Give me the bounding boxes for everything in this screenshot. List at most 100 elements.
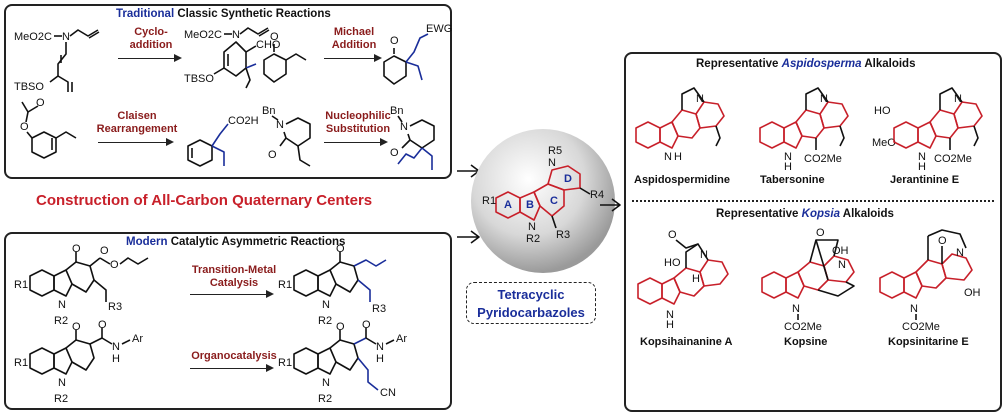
kopsinitarine-o-label: O bbox=[938, 235, 947, 247]
kopsine-n-label: N bbox=[838, 259, 846, 271]
aspidospermidine-h-label: H bbox=[674, 151, 682, 163]
kopsihainanine-nh-h-label: H bbox=[666, 319, 674, 331]
arrow-transition-metal bbox=[190, 290, 274, 298]
core-n-top-label: N bbox=[548, 157, 556, 169]
tabersonine-co2me-label: CO2Me bbox=[804, 153, 842, 165]
aspidospermidine-structure: N N H bbox=[635, 87, 725, 163]
core-r4-label: R4 bbox=[590, 189, 604, 201]
piperidinone-structure: Bn N O bbox=[262, 105, 311, 167]
n-label-a: N bbox=[58, 299, 66, 311]
kopsihainanine-a-structure: O HO N H N H bbox=[637, 229, 729, 331]
cyclohexanone-structure: O bbox=[263, 31, 307, 83]
traditional-header: Traditional Classic Synthetic Reactions bbox=[116, 8, 331, 20]
diverging-arrow bbox=[600, 198, 621, 212]
jerantinine-n-label: N bbox=[954, 93, 962, 105]
arrow-nucleophilic bbox=[324, 138, 388, 146]
tabersonine-h-label: H bbox=[784, 161, 792, 173]
core-r5-label: R5 bbox=[548, 145, 562, 157]
n-label-c: N bbox=[58, 377, 66, 389]
kopsinitarine-co2me-label: CO2Me bbox=[902, 321, 940, 333]
kopsia-prefix: Representative bbox=[716, 208, 799, 220]
n-label-2: N bbox=[232, 29, 240, 41]
core-r2-label: R2 bbox=[526, 233, 540, 245]
jerantinine-ho-label: HO bbox=[874, 105, 891, 117]
core-r1-label: R1 bbox=[482, 195, 496, 207]
h-label-c: H bbox=[112, 353, 120, 365]
kopsine-nh-label: N bbox=[792, 303, 800, 315]
core-title-line1: Tetracyclic bbox=[497, 287, 565, 302]
ewg-label: EWG bbox=[426, 23, 452, 35]
core-sphere: A B C D R1 N R2 R3 R4 N R5 bbox=[471, 129, 615, 273]
kopsine-name: Kopsine bbox=[784, 336, 828, 348]
allyl-quaternary-product-structure: R1 N R2 O R3 bbox=[278, 243, 387, 327]
o-label-a2: O bbox=[100, 245, 109, 257]
jerantinine-e-name: Jerantinine E bbox=[890, 174, 960, 186]
cyanoethyl-quaternary-product-structure: R1 N R2 O O N H Ar CN bbox=[278, 319, 407, 405]
allyl-acetate-structure: O O bbox=[20, 97, 77, 159]
panel-divider bbox=[632, 200, 994, 202]
n-label-d: N bbox=[322, 377, 330, 389]
ring-label-a: A bbox=[504, 199, 512, 211]
kopsihainanine-ho-label: HO bbox=[664, 257, 681, 269]
o-label-a3: O bbox=[110, 259, 119, 271]
o-label-1: O bbox=[270, 31, 279, 43]
reaction-organocatalysis: Organocatalysis bbox=[191, 350, 277, 362]
kopsinitarine-e-structure: O N OH N CO2Me bbox=[879, 229, 981, 333]
meo2c-label-2: MeO2C bbox=[184, 29, 222, 41]
core-title-line2: Pyridocarbazoles bbox=[477, 305, 585, 320]
o-label-2: O bbox=[390, 35, 399, 47]
arrow-cycloaddition bbox=[118, 54, 182, 62]
o-label-d1: O bbox=[336, 321, 345, 333]
co2h-label: CO2H bbox=[228, 115, 259, 127]
bn-label-1: Bn bbox=[262, 105, 275, 117]
r2-label-d: R2 bbox=[318, 393, 332, 405]
ar-label-c: Ar bbox=[132, 333, 143, 345]
modern-keyword: Modern bbox=[126, 236, 168, 248]
o-label-b: O bbox=[336, 243, 345, 255]
traditional-keyword: Traditional bbox=[116, 8, 175, 20]
h-label-d: H bbox=[376, 353, 384, 365]
modern-header: Modern Catalytic Asymmetric Reactions bbox=[126, 236, 345, 248]
claisen-product-structure: CO2H bbox=[187, 115, 259, 167]
kopsine-o-label: O bbox=[816, 227, 825, 239]
tabersonine-n-label: N bbox=[820, 93, 828, 105]
arrow-claisen bbox=[98, 138, 174, 146]
o-label-a1: O bbox=[72, 243, 81, 255]
ring-label-b: B bbox=[526, 199, 534, 211]
nh-label-d: N bbox=[376, 341, 384, 353]
ring-label-c: C bbox=[550, 195, 558, 207]
o-label-6: O bbox=[390, 147, 399, 159]
reaction-transition-metal: Transition-Metal Catalysis bbox=[191, 264, 277, 289]
tabersonine-name: Tabersonine bbox=[760, 174, 825, 186]
tabersonine-nh-label: N bbox=[784, 151, 792, 163]
aspidosperma-prefix: Representative bbox=[696, 58, 779, 70]
reaction-claisen: Claisen Rearrangement bbox=[96, 110, 178, 135]
modern-panel: Modern Catalytic Asymmetric Reactions R1… bbox=[4, 232, 452, 410]
kopsia-genus: Kopsia bbox=[801, 208, 841, 220]
n-label-3: N bbox=[276, 119, 284, 131]
tbso-label-1: TBSO bbox=[14, 81, 44, 93]
aspidospermidine-n-label: N bbox=[696, 93, 704, 105]
jerantinine-h-label: H bbox=[918, 161, 926, 173]
aspidosperma-genus: Aspidosperma bbox=[781, 58, 862, 70]
alkaloid-panel: Representative Aspidosperma Alkaloids N … bbox=[624, 52, 1002, 412]
michael-product-structure: O EWG bbox=[383, 23, 452, 85]
kopsihainanine-n-label: N bbox=[700, 249, 708, 261]
substitution-product-structure: Bn N O bbox=[390, 105, 435, 170]
kopsia-header: Representative Kopsia Alkaloids bbox=[716, 208, 894, 220]
cn-label-d: CN bbox=[380, 387, 396, 399]
tetrahydrocarbazolone-amide-structure: R1 N R2 O O N H Ar bbox=[14, 319, 143, 405]
kopsihainanine-o-label: O bbox=[668, 229, 677, 241]
kopsinitarine-e-name: Kopsinitarine E bbox=[888, 336, 969, 348]
r2-label-c: R2 bbox=[54, 393, 68, 405]
kopsinitarine-n-label: N bbox=[956, 247, 964, 259]
dienamine-structure: MeO2C N TBSO bbox=[14, 29, 100, 93]
kopsihainanine-nh-label: N bbox=[666, 309, 674, 321]
meo2c-label-1: MeO2C bbox=[14, 31, 52, 43]
traditional-header-rest: Classic Synthetic Reactions bbox=[177, 8, 331, 20]
n-label-1: N bbox=[62, 31, 70, 43]
reaction-nucleophilic: Nucleophilic Substitution bbox=[325, 110, 391, 135]
core-n-bottom-label: N bbox=[528, 221, 536, 233]
kopsihainanine-h-label: H bbox=[692, 273, 700, 285]
n-label-4: N bbox=[400, 121, 408, 133]
